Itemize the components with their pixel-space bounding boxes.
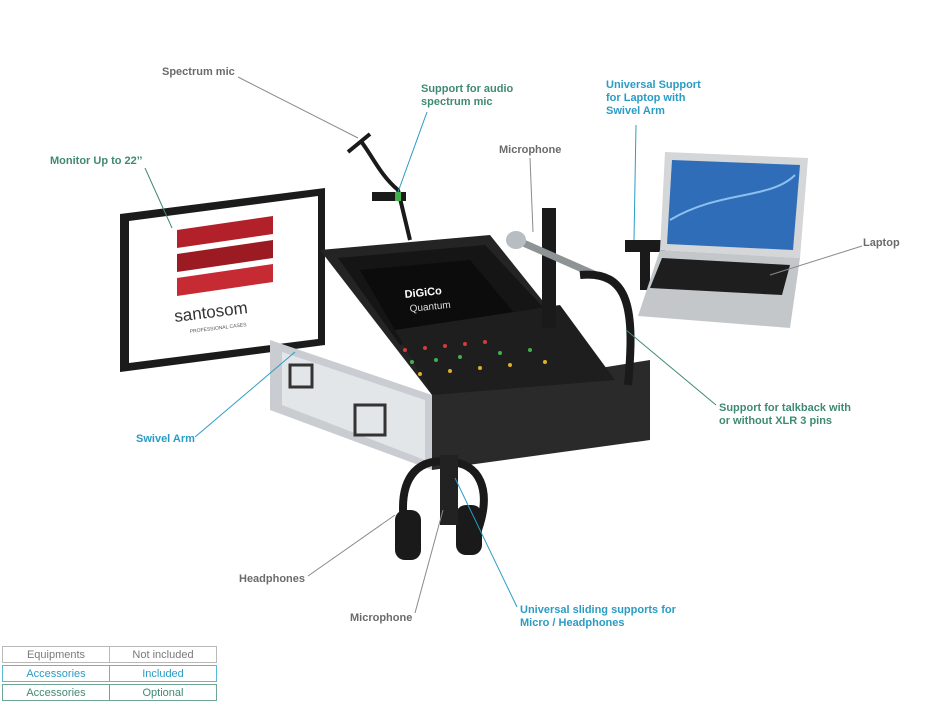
legend-row-equipments: Equipments Not included (2, 646, 217, 663)
label-spectrum-mic: Spectrum mic (162, 66, 235, 78)
label-universal-laptop-line3: Swivel Arm (606, 105, 665, 117)
label-sliding-line2: Micro / Headphones (520, 617, 625, 629)
legend-category: Equipments (2, 646, 110, 663)
leader-lines (237, 76, 863, 614)
legend-category: Accessories (2, 684, 110, 701)
console-model: Quantum (409, 300, 451, 315)
console: DiGiCo Quantum (320, 235, 615, 395)
label-universal-laptop-line1: Universal Support (606, 79, 701, 91)
talkback-microphone (506, 208, 635, 386)
laptop-support (625, 240, 665, 290)
monitor: santosom PROFESSIONAL CASES (120, 188, 325, 372)
label-swivel-arm: Swivel Arm (136, 433, 195, 445)
label-talkback-line1: Support for talkback with (719, 402, 852, 414)
spectrum-mic-support (346, 132, 412, 241)
label-sliding-supports: Universal sliding supports for Micro / H… (520, 604, 676, 630)
label-talkback-support: Support for talkback with or without XLR… (719, 402, 851, 428)
label-support-spectrum-mic: Support for audio spectrum mic (421, 83, 513, 109)
legend-row-optional: Accessories Optional (2, 684, 217, 701)
label-support-spectrum-line2: spectrum mic (421, 96, 493, 108)
headphones (395, 455, 488, 560)
legend-status: Not included (109, 646, 217, 663)
legend-category: Accessories (2, 665, 110, 682)
santosom-logo: santosom PROFESSIONAL CASES (173, 216, 273, 335)
legend-status: Optional (109, 684, 217, 701)
label-universal-laptop-support: Universal Support for Laptop with Swivel… (606, 79, 701, 118)
label-microphone-bottom: Microphone (350, 612, 413, 624)
legend-status: Included (109, 665, 217, 682)
label-laptop: Laptop (863, 237, 900, 249)
legend-row-included: Accessories Included (2, 665, 217, 682)
label-support-spectrum-line1: Support for audio (421, 83, 514, 95)
label-talkback-line2: or without XLR 3 pins (719, 415, 833, 427)
label-monitor: Monitor Up to 22’’ (50, 155, 143, 167)
label-sliding-line1: Universal sliding supports for (520, 604, 676, 616)
label-microphone-top: Microphone (499, 144, 562, 156)
label-universal-laptop-line2: for Laptop with (606, 92, 686, 104)
label-headphones: Headphones (239, 573, 306, 585)
laptop (638, 152, 808, 328)
legend-table: Equipments Not included Accessories Incl… (2, 646, 217, 701)
console-maker: DiGiCo (404, 285, 443, 301)
